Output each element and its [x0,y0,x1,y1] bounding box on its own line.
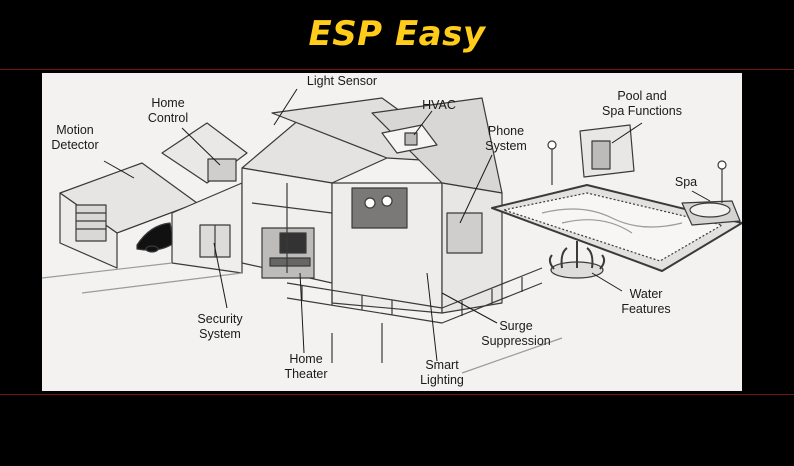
label-surge-suppression: Surge Suppression [481,319,551,348]
label-hvac: HVAC [422,98,456,112]
fountain [548,241,606,279]
label-phone-system: Phone System [485,124,527,153]
label-smart-lighting: Smart Lighting [420,358,464,387]
main-tower [241,112,388,284]
label-security-system: Security System [197,312,243,341]
bottom-divider [0,394,794,395]
label-light-sensor: Light Sensor [306,74,378,88]
label-spa: Spa [674,175,698,189]
car [136,222,175,253]
lamp-posts [547,140,727,203]
house-illustration [42,88,742,374]
label-pool-spa-functions: Pool and Spa Functions [602,89,682,118]
main-house [271,97,503,363]
house-diagram: Light Sensor Home Control HVAC Motion De… [42,73,742,391]
porch-railing [286,267,543,324]
ground-lines [42,262,563,374]
top-divider [0,69,794,70]
garage [59,162,198,269]
spa-tub [681,200,741,226]
pool-equipment [579,124,635,178]
label-home-theater: Home Theater [284,352,328,381]
label-home-control: Home Control [147,96,189,125]
pointer-lines [103,88,711,362]
label-motion-detector: Motion Detector [51,123,99,152]
pool [491,184,742,272]
page-title: ESP Easy [308,14,486,54]
label-water-features: Water Features [621,287,671,316]
